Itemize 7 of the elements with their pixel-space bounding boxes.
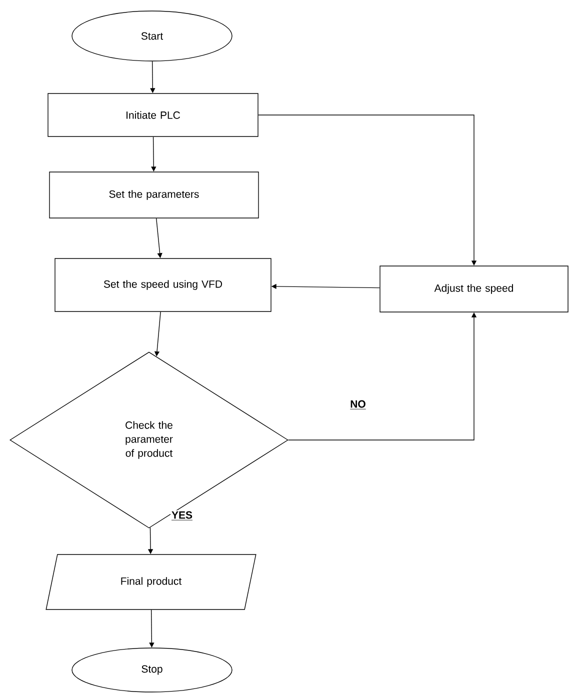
process-box: Set the speed using VFD [54, 258, 272, 312]
process-box: Adjust the speed [380, 266, 568, 312]
process-box: Initiate PLC [48, 93, 258, 137]
process-box: Set the parameters [49, 172, 259, 218]
edge-label: NO [349, 399, 367, 411]
output-parallelogram: Final product [46, 554, 256, 610]
edge-label: YES [170, 510, 194, 522]
